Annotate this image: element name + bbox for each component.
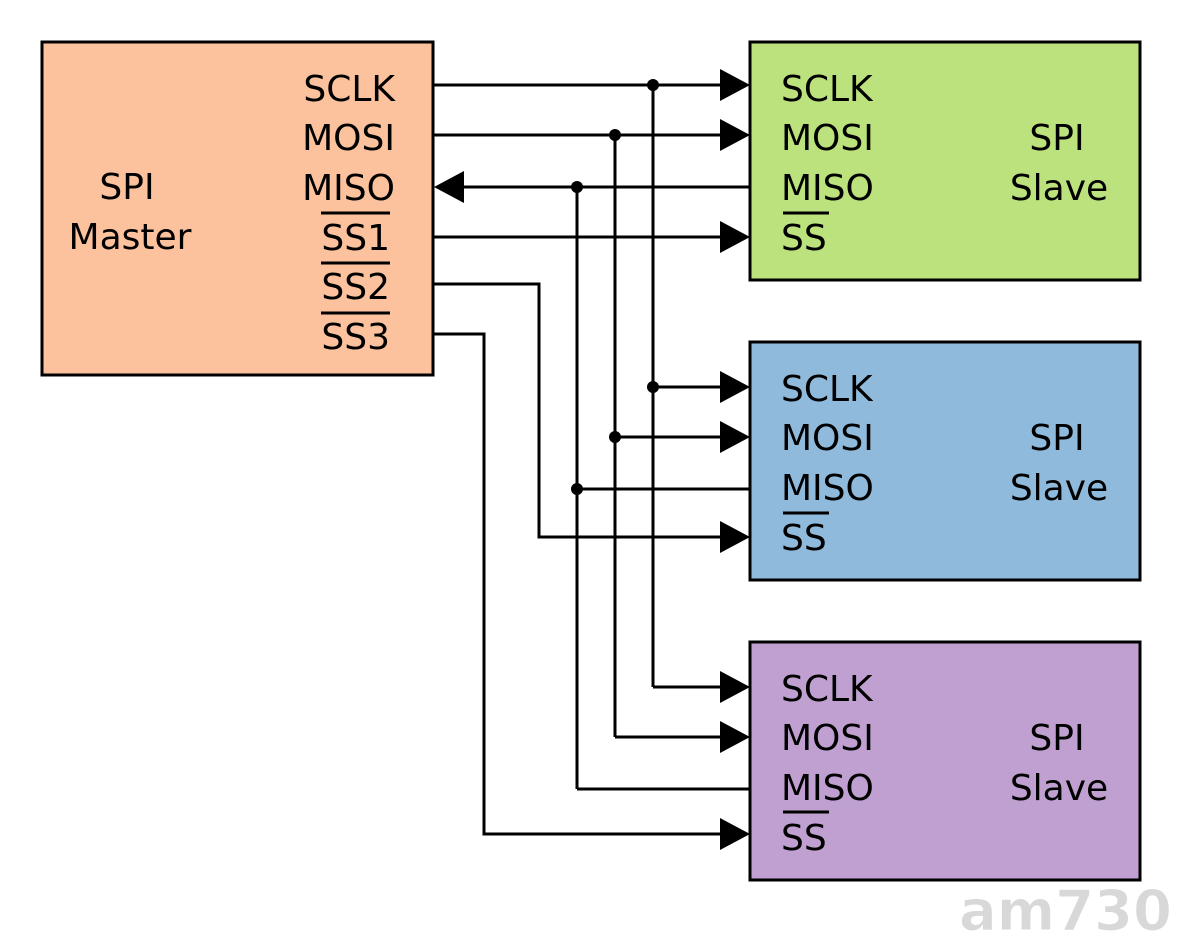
slave-3-pin-sclk: SCLK bbox=[781, 669, 874, 710]
slave-3-pin-mosi: MOSI bbox=[781, 718, 874, 759]
master-title-line1: SPI bbox=[99, 167, 154, 208]
slave-2-title-line2: Slave bbox=[1010, 468, 1108, 509]
spi-slave-1-box bbox=[748, 40, 1142, 282]
slave-1-pin-sclk: SCLK bbox=[781, 69, 874, 110]
junction-dot bbox=[609, 431, 621, 443]
arrow-slave-3-sclk bbox=[720, 671, 750, 703]
slave-2-title-line1: SPI bbox=[1029, 418, 1084, 459]
slave-1-pin-ss: SS bbox=[781, 218, 827, 259]
arrow-slave-1-ss bbox=[720, 221, 750, 253]
master-pin-ss2: SS2 bbox=[321, 267, 390, 308]
spi-slave-3: SCLK MOSI MISO SS SPI Slave bbox=[748, 640, 1142, 882]
arrow-slave-3-ss bbox=[720, 818, 750, 850]
master-pin-miso: MISO bbox=[302, 168, 395, 209]
master-pin-sclk: SCLK bbox=[303, 69, 396, 110]
master-pin-mosi: MOSI bbox=[302, 118, 395, 159]
spi-slave-2: SCLK MOSI MISO SS SPI Slave bbox=[748, 340, 1142, 582]
slave-2-pin-ss: SS bbox=[781, 518, 827, 559]
arrow-slave-2-ss bbox=[720, 521, 750, 553]
arrow-slave-1-mosi bbox=[720, 119, 750, 151]
junction-dot bbox=[571, 181, 583, 193]
slave-3-pin-ss: SS bbox=[781, 818, 827, 859]
watermark-logo: am730 bbox=[959, 879, 1172, 944]
slave-1-pin-mosi: MOSI bbox=[781, 118, 874, 159]
junction-dot bbox=[609, 129, 621, 141]
miso-wire bbox=[462, 185, 750, 791]
master-pin-ss1: SS1 bbox=[321, 218, 390, 259]
spi-slave-3-box bbox=[748, 640, 1142, 882]
arrow-slave-2-sclk bbox=[720, 371, 750, 403]
arrow-slave-3-mosi bbox=[720, 721, 750, 753]
slave-1-title-line1: SPI bbox=[1029, 118, 1084, 159]
slave-1-title-line2: Slave bbox=[1010, 168, 1108, 209]
slave-2-pin-sclk: SCLK bbox=[781, 369, 874, 410]
slave-2-pin-miso: MISO bbox=[781, 468, 874, 509]
slave-3-title-line1: SPI bbox=[1029, 718, 1084, 759]
spi-master: SPI Master SCLK MOSI MISO SS1 SS2 SS3 bbox=[40, 40, 435, 377]
arrowheads bbox=[434, 69, 750, 850]
arrow-slave-1-sclk bbox=[720, 69, 750, 101]
arrow-master-miso bbox=[434, 171, 464, 203]
junction-dot bbox=[571, 483, 583, 495]
slave-3-title-line2: Slave bbox=[1010, 768, 1108, 809]
ss3-wire bbox=[433, 332, 722, 836]
master-title-line2: Master bbox=[69, 217, 192, 258]
slave-3-pin-miso: MISO bbox=[781, 768, 874, 809]
ss2-wire bbox=[433, 282, 722, 539]
slave-2-pin-mosi: MOSI bbox=[781, 418, 874, 459]
junction-dot bbox=[647, 79, 659, 91]
master-pin-ss3: SS3 bbox=[321, 317, 390, 358]
arrow-slave-2-mosi bbox=[720, 421, 750, 453]
spi-slave-2-box bbox=[748, 340, 1142, 582]
slave-1-pin-miso: MISO bbox=[781, 168, 874, 209]
bus-wires bbox=[433, 83, 750, 836]
junction-dots bbox=[571, 79, 659, 495]
spi-slave-1: SCLK MOSI MISO SS SPI Slave bbox=[748, 40, 1142, 282]
spi-master-box bbox=[40, 40, 435, 377]
junction-dot bbox=[647, 381, 659, 393]
